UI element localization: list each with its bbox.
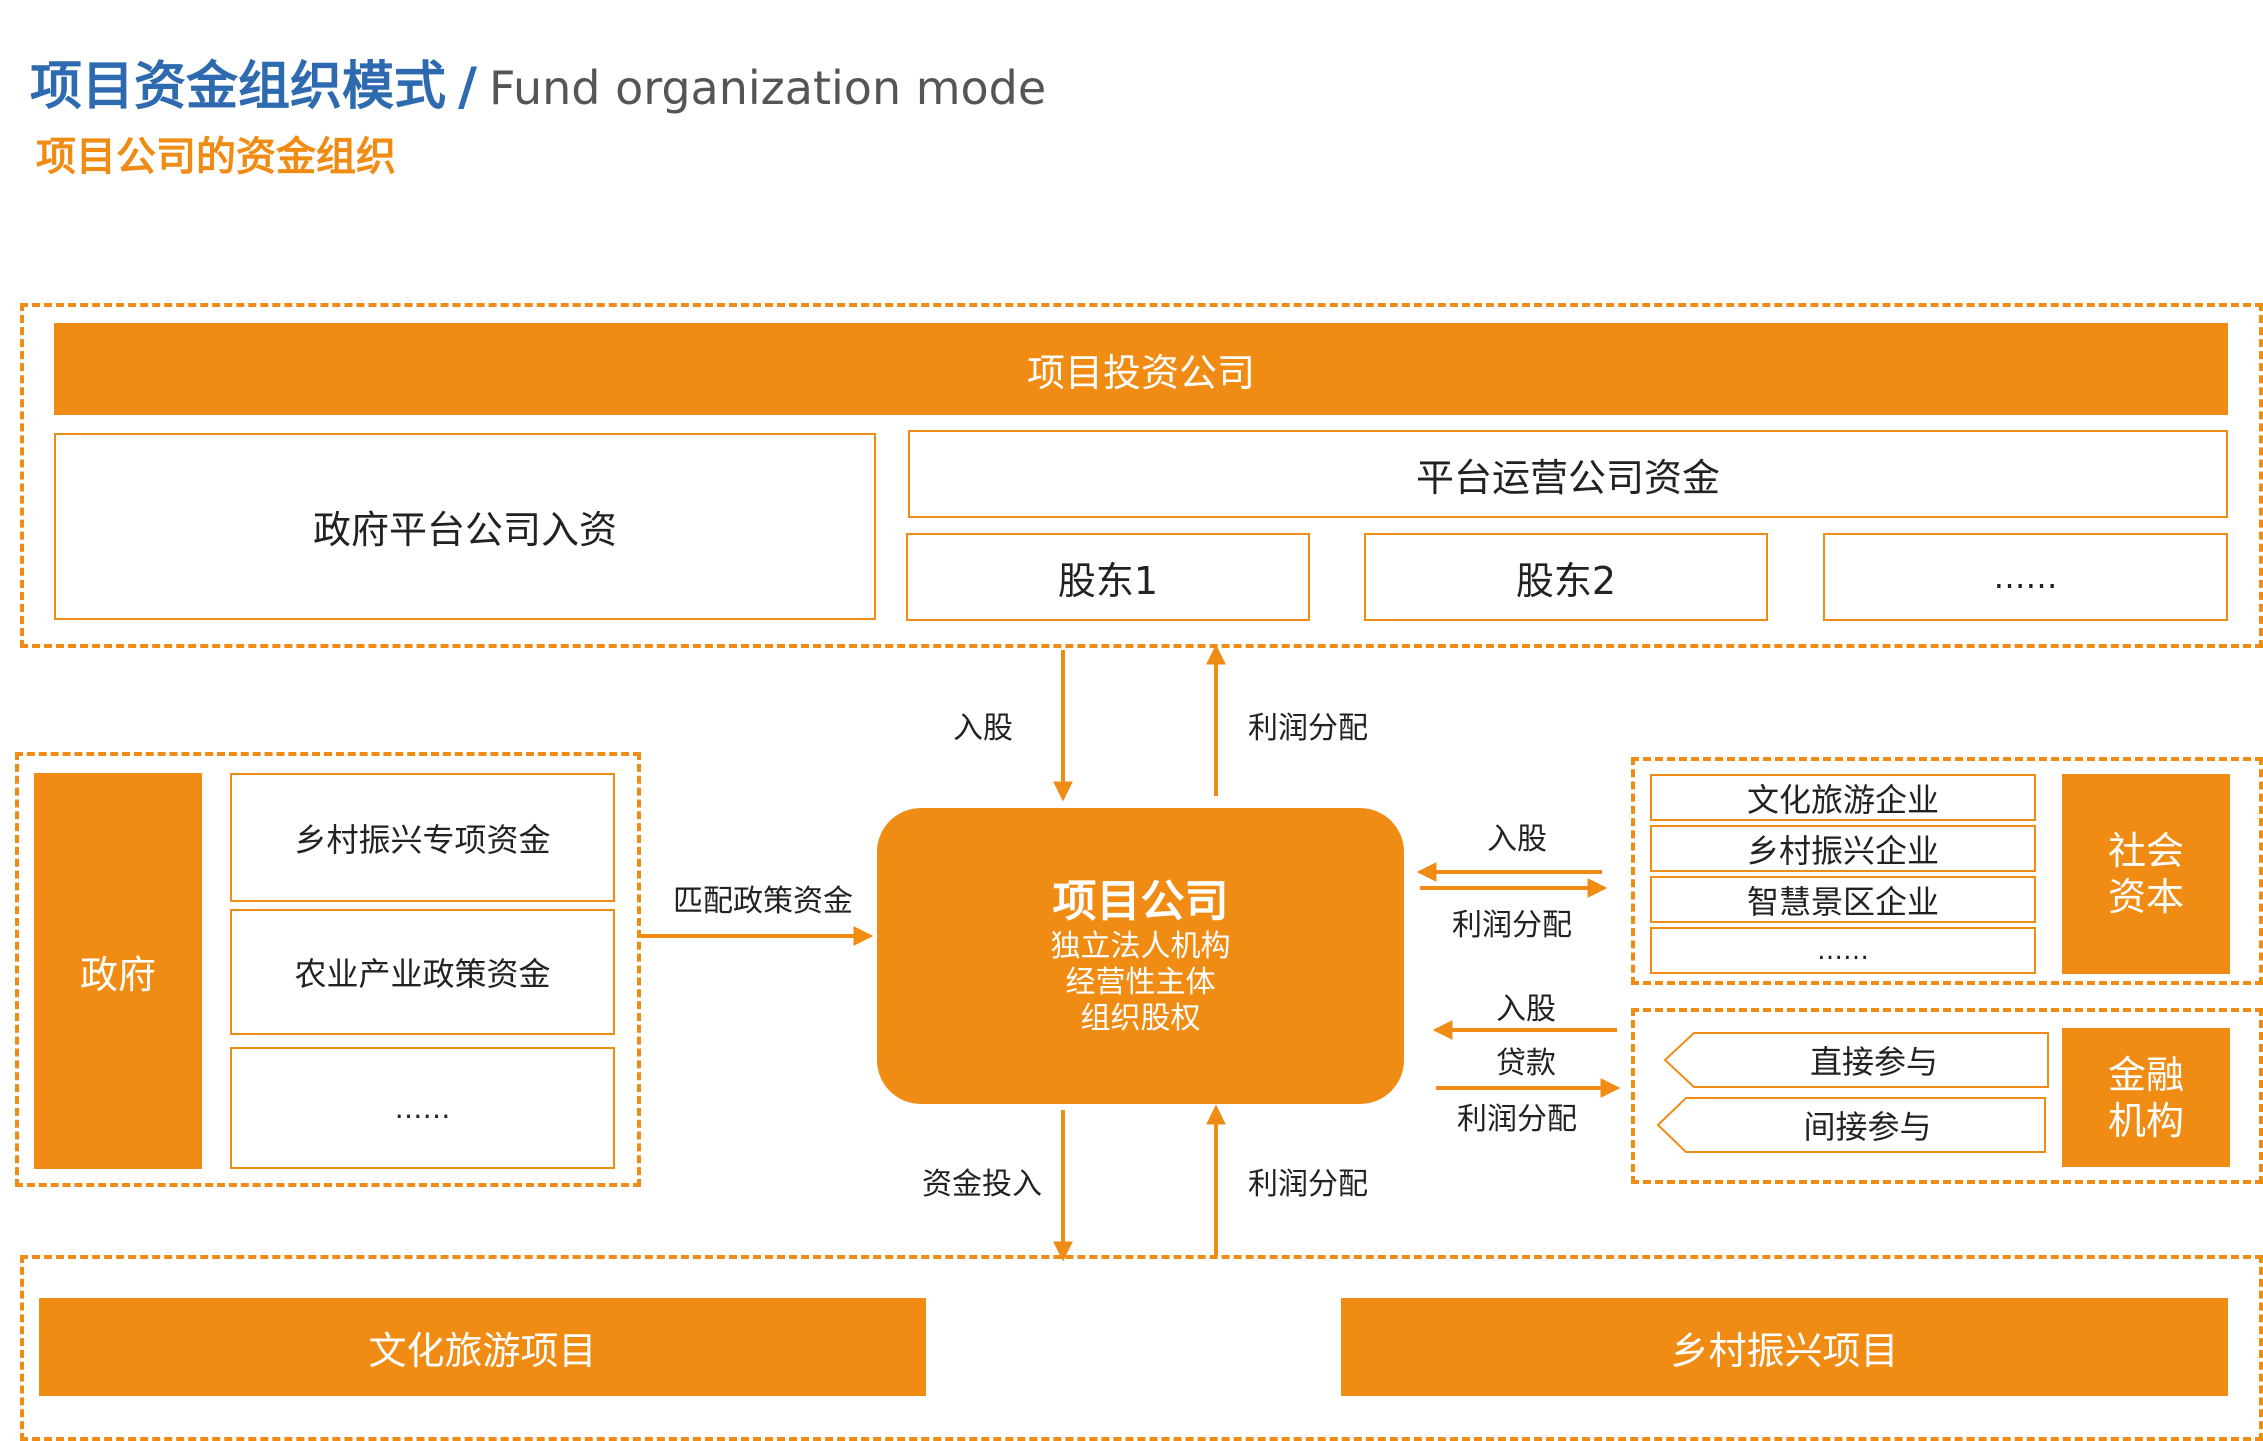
project-rural-revitalization-label: 乡村振兴项目 xyxy=(1670,1328,1899,1373)
page-subtitle: 项目公司的资金组织 xyxy=(36,134,396,180)
gov-fund-more-box: …… xyxy=(230,1047,615,1169)
financial-label: 金融机构 xyxy=(2107,1052,2184,1143)
gov-platform-box: 政府平台公司入资 xyxy=(54,433,876,620)
gov-fund-2-label: 农业产业政策资金 xyxy=(294,955,551,993)
social-item-1-label: 文化旅游企业 xyxy=(1746,780,1939,819)
social-item-3-box: 智慧景区企业 xyxy=(1650,876,2036,923)
title-en: Fund organization mode xyxy=(489,61,1047,115)
social-item-1-box: 文化旅游企业 xyxy=(1650,774,2036,821)
investment-company-title: 项目投资公司 xyxy=(1026,350,1255,395)
social-item-2-box: 乡村振兴企业 xyxy=(1650,825,2036,872)
government-group xyxy=(15,752,641,1187)
financial-bar: 金融机构 xyxy=(2062,1028,2230,1167)
government-label: 政府 xyxy=(79,952,156,997)
social-item-2-label: 乡村振兴企业 xyxy=(1746,831,1939,870)
social-capital-bar: 社会资本 xyxy=(2062,774,2230,974)
page-title: 项目资金组织模式/Fund organization mode xyxy=(30,44,1046,119)
gov-fund-1-label: 乡村振兴专项资金 xyxy=(294,820,551,859)
project-company-line-2: 经营性主体 xyxy=(1065,965,1216,1000)
flow-fin-loan-label: 贷款 xyxy=(1496,1046,1556,1081)
financial-item-1-outline xyxy=(1663,1032,2049,1088)
shareholder-2-label: 股东2 xyxy=(1515,558,1617,603)
project-rural-revitalization-bar: 乡村振兴项目 xyxy=(1341,1298,2228,1396)
shareholder-1-box: 股东1 xyxy=(906,533,1310,621)
shareholder-1-label: 股东1 xyxy=(1057,558,1159,603)
platform-operation-box: 平台运营公司资金 xyxy=(908,430,2228,518)
project-company-card: 项目公司 独立法人机构 经营性主体 组织股权 xyxy=(877,808,1404,1104)
title-separator: / xyxy=(458,57,478,117)
financial-item-1-box: 直接参与 xyxy=(1700,1033,2048,1087)
project-company-title: 项目公司 xyxy=(1052,876,1229,927)
gov-platform-label: 政府平台公司入资 xyxy=(312,508,617,552)
social-capital-label: 社会资本 xyxy=(2107,829,2184,919)
financial-group xyxy=(1631,1008,2263,1184)
flow-fin-out-label: 利润分配 xyxy=(1457,1102,1577,1137)
gov-fund-1-box: 乡村振兴专项资金 xyxy=(230,773,615,902)
platform-operation-label: 平台运营公司资金 xyxy=(1415,455,1720,500)
shareholder-more-label: …… xyxy=(1993,558,2058,596)
project-company-line-3: 组织股权 xyxy=(1080,1001,1201,1036)
investment-company-group xyxy=(20,303,2263,648)
shareholder-2-box: 股东2 xyxy=(1364,533,1768,621)
gov-fund-more-label: …… xyxy=(394,1091,451,1125)
investment-company-bar: 项目投资公司 xyxy=(54,323,2228,415)
government-bar: 政府 xyxy=(34,773,202,1169)
social-capital-group xyxy=(1631,757,2263,985)
flow-bottom-out-label: 利润分配 xyxy=(1248,1167,1368,1202)
project-culture-tourism-bar: 文化旅游项目 xyxy=(39,1298,926,1396)
flow-bottom-in-label: 资金投入 xyxy=(922,1167,1042,1202)
financial-item-2-label: 间接参与 xyxy=(1803,1108,1932,1146)
social-item-more-box: …… xyxy=(1650,927,2036,974)
flow-social-in-label: 入股 xyxy=(1487,822,1547,857)
title-cn: 项目资金组织模式 xyxy=(30,57,447,117)
project-company-line-1: 独立法人机构 xyxy=(1050,929,1231,964)
flow-social-out-label: 利润分配 xyxy=(1452,908,1572,943)
social-item-3-label: 智慧景区企业 xyxy=(1746,882,1939,921)
gov-fund-2-box: 农业产业政策资金 xyxy=(230,909,615,1035)
social-item-more-label: …… xyxy=(1817,935,1869,966)
project-culture-tourism-label: 文化旅游项目 xyxy=(368,1328,597,1373)
shareholder-more-box: …… xyxy=(1823,533,2228,621)
financial-item-1-label: 直接参与 xyxy=(1809,1043,1938,1081)
financial-item-2-outline xyxy=(1656,1097,2046,1153)
flow-gov-match-label: 匹配政策资金 xyxy=(673,884,853,919)
projects-group xyxy=(20,1255,2263,1441)
financial-item-2-box: 间接参与 xyxy=(1690,1098,2045,1152)
flow-top-out-label: 利润分配 xyxy=(1248,711,1368,746)
flow-fin-in-label: 入股 xyxy=(1496,992,1556,1027)
flow-top-in-label: 入股 xyxy=(953,711,1013,746)
